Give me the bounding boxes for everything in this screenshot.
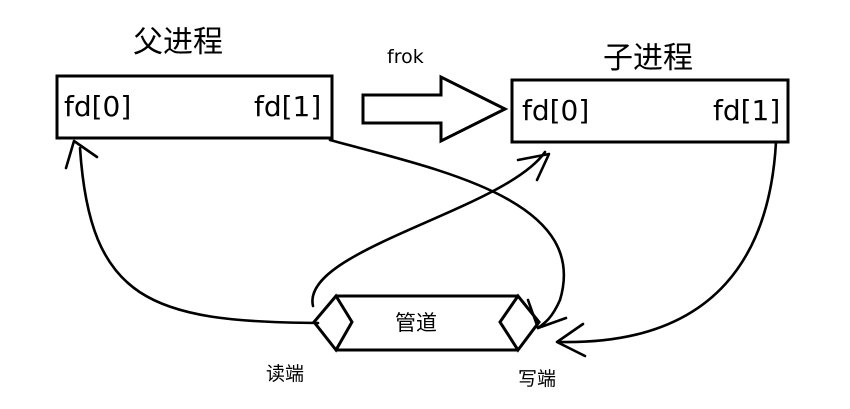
- read-end-label: 读端: [266, 363, 305, 385]
- arrowhead-write-end-from-parent: [526, 298, 568, 330]
- fork-label: frok: [387, 46, 424, 68]
- parent-process-box: [55, 74, 334, 140]
- child-fd1-label: fd[1]: [713, 94, 781, 127]
- pipe-label: 管道: [395, 311, 437, 335]
- parent-process-title: 父进程: [133, 25, 223, 60]
- arrow-parent-fd1-to-write-end: [328, 138, 566, 330]
- child-process-box: [510, 78, 790, 144]
- arrowhead-child-fd0: [516, 152, 551, 182]
- child-fd0-label: fd[0]: [522, 94, 590, 127]
- write-end-label: 写端: [518, 368, 557, 390]
- arrowhead-write-end-from-child: [555, 322, 587, 358]
- arrow-read-end-to-child-fd0: [311, 150, 547, 308]
- fork-arrow: [361, 74, 509, 144]
- parent-fd1-label: fd[1]: [254, 90, 322, 123]
- child-process-title: 子进程: [603, 41, 693, 76]
- arrow-read-end-to-parent-fd0: [78, 146, 320, 325]
- parent-fd0-label: fd[0]: [64, 90, 132, 123]
- arrow-child-fd1-to-write-end: [558, 140, 778, 344]
- arrowhead-parent-fd0: [64, 139, 99, 170]
